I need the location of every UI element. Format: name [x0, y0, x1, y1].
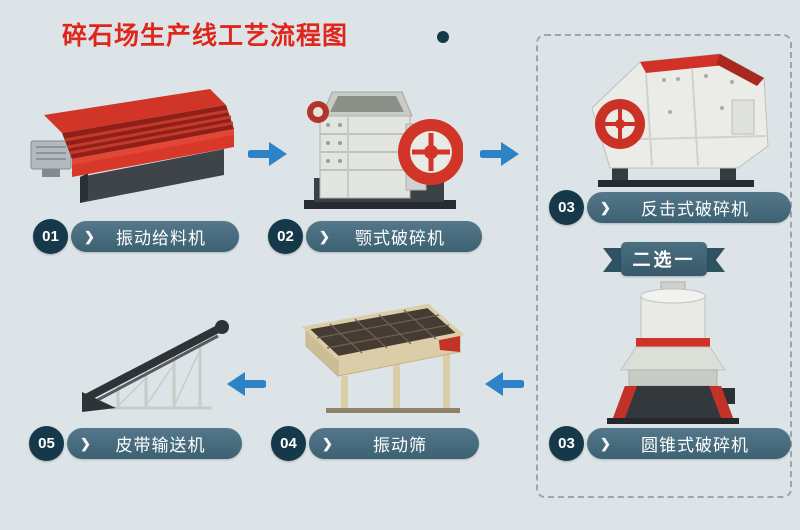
step-number-badge: 03	[549, 190, 584, 225]
step-label: 圆锥式破碎机	[640, 436, 749, 455]
step-label-bar: ❯ 颚式破碎机	[306, 221, 482, 252]
step-number-badge: 02	[268, 219, 303, 254]
chevron-icon: ❯	[80, 435, 92, 451]
step-belt-conveyor: 05 ❯ 皮带输送机	[29, 426, 242, 461]
cone-crusher-illustration	[603, 278, 743, 426]
arrow-right-jaw-to-choice-icon	[479, 140, 520, 173]
arrow-left-choice-to-screen-icon	[484, 370, 525, 403]
chevron-icon: ❯	[84, 228, 96, 244]
step-number-badge: 05	[29, 426, 64, 461]
chevron-icon: ❯	[322, 435, 334, 451]
step-label: 振动给料机	[115, 229, 206, 248]
step-label: 皮带输送机	[115, 436, 206, 455]
step-number-badge: 01	[33, 219, 68, 254]
step-label-bar: ❯ 振动给料机	[71, 221, 239, 252]
chevron-icon: ❯	[600, 199, 612, 215]
step-vibrating-feeder: 01 ❯ 振动给料机	[33, 219, 239, 254]
step-cone-crusher: 03 ❯ 圆锥式破碎机	[549, 426, 791, 461]
step-vibrating-screen: 04 ❯ 振动筛	[271, 426, 479, 461]
belt-conveyor-illustration	[80, 308, 238, 420]
step-jaw-crusher: 02 ❯ 颚式破碎机	[268, 219, 482, 254]
arrow-left-screen-to-belt-icon	[226, 370, 267, 403]
step-number-badge: 04	[271, 426, 306, 461]
choice-banner-text: 二选一	[621, 242, 707, 276]
step-label-bar: ❯ 振动筛	[309, 428, 479, 459]
choice-banner: 二选一	[603, 242, 725, 276]
step-impact-crusher: 03 ❯ 反击式破碎机	[549, 190, 791, 225]
vibrating-feeder-illustration	[28, 85, 243, 210]
page-title: 碎石场生产线工艺流程图	[62, 22, 349, 50]
step-label-bar: ❯ 反击式破碎机	[587, 192, 791, 223]
arrow-right-feeder-to-jaw-icon	[247, 140, 288, 173]
step-label-bar: ❯ 皮带输送机	[67, 428, 242, 459]
choice-group-box	[536, 34, 792, 498]
step-number-badge: 03	[549, 426, 584, 461]
impact-crusher-illustration	[572, 48, 777, 188]
step-label: 颚式破碎机	[354, 229, 445, 248]
step-label: 反击式破碎机	[640, 200, 749, 219]
step-label-bar: ❯ 圆锥式破碎机	[587, 428, 791, 459]
title-dot-icon	[437, 31, 449, 43]
vibrating-screen-illustration	[278, 300, 473, 420]
chevron-icon: ❯	[600, 435, 612, 451]
jaw-crusher-illustration	[298, 78, 463, 215]
step-label: 振动筛	[372, 436, 427, 455]
chevron-icon: ❯	[319, 228, 331, 244]
